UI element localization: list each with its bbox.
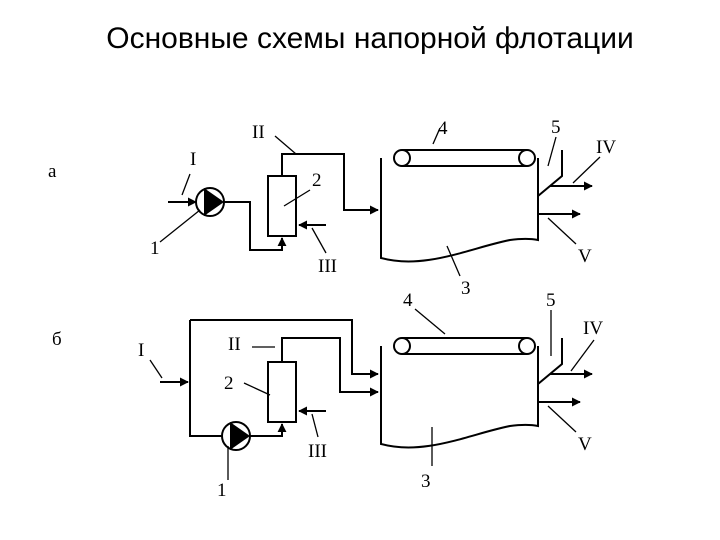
pump-to-saturator-pipe bbox=[224, 201, 287, 251]
stream-label-V: V bbox=[578, 434, 592, 455]
equipment-label-2: 2 bbox=[312, 170, 322, 191]
pump bbox=[221, 421, 251, 451]
scraper-conveyor bbox=[393, 149, 536, 167]
equipment-label-2: 2 bbox=[224, 373, 234, 394]
foam-trough bbox=[537, 150, 563, 197]
equipment-label-1: 1 bbox=[217, 480, 227, 501]
bypass-to-tank-pipe bbox=[190, 319, 379, 379]
saturator bbox=[267, 175, 297, 237]
saturator bbox=[267, 361, 297, 423]
stream-label-I: I bbox=[138, 340, 144, 361]
stream-label-III: III bbox=[308, 441, 327, 462]
pump-to-saturator-pipe bbox=[250, 423, 287, 437]
stream-label-IV: IV bbox=[596, 137, 616, 158]
stream-label-III: III bbox=[318, 256, 337, 277]
feed-main-pipe bbox=[189, 320, 222, 437]
stream-label-II: II bbox=[252, 122, 265, 143]
scraper-conveyor bbox=[393, 337, 536, 355]
equipment-label-5: 5 bbox=[546, 290, 556, 311]
stream-label-II: II bbox=[228, 334, 241, 355]
saturator-to-tank-pipe bbox=[281, 153, 379, 215]
equipment-label-4: 4 bbox=[438, 118, 448, 139]
foam-trough bbox=[537, 338, 563, 385]
equipment-label-3: 3 bbox=[421, 471, 431, 492]
page-title: Основные схемы напорной флотации bbox=[106, 22, 634, 55]
flotation-tank bbox=[380, 346, 539, 449]
equipment-label-3: 3 bbox=[461, 278, 471, 299]
scheme-letter: б bbox=[52, 329, 62, 350]
scheme-letter: а bbox=[48, 161, 57, 182]
scheme-b: б I 1 2 III II 3 bbox=[52, 290, 603, 501]
stream-label-I: I bbox=[190, 149, 196, 170]
equipment-label-5: 5 bbox=[551, 117, 561, 138]
scheme-a: а I 1 2 III II 3 bbox=[48, 117, 616, 299]
flotation-tank bbox=[380, 158, 539, 263]
equipment-label-1: 1 bbox=[150, 238, 160, 259]
pump bbox=[195, 187, 225, 217]
stream-label-V: V bbox=[578, 246, 592, 267]
saturator-to-tank-pipe bbox=[281, 337, 379, 397]
equipment-label-4: 4 bbox=[403, 290, 413, 311]
stream-label-IV: IV bbox=[583, 318, 603, 339]
